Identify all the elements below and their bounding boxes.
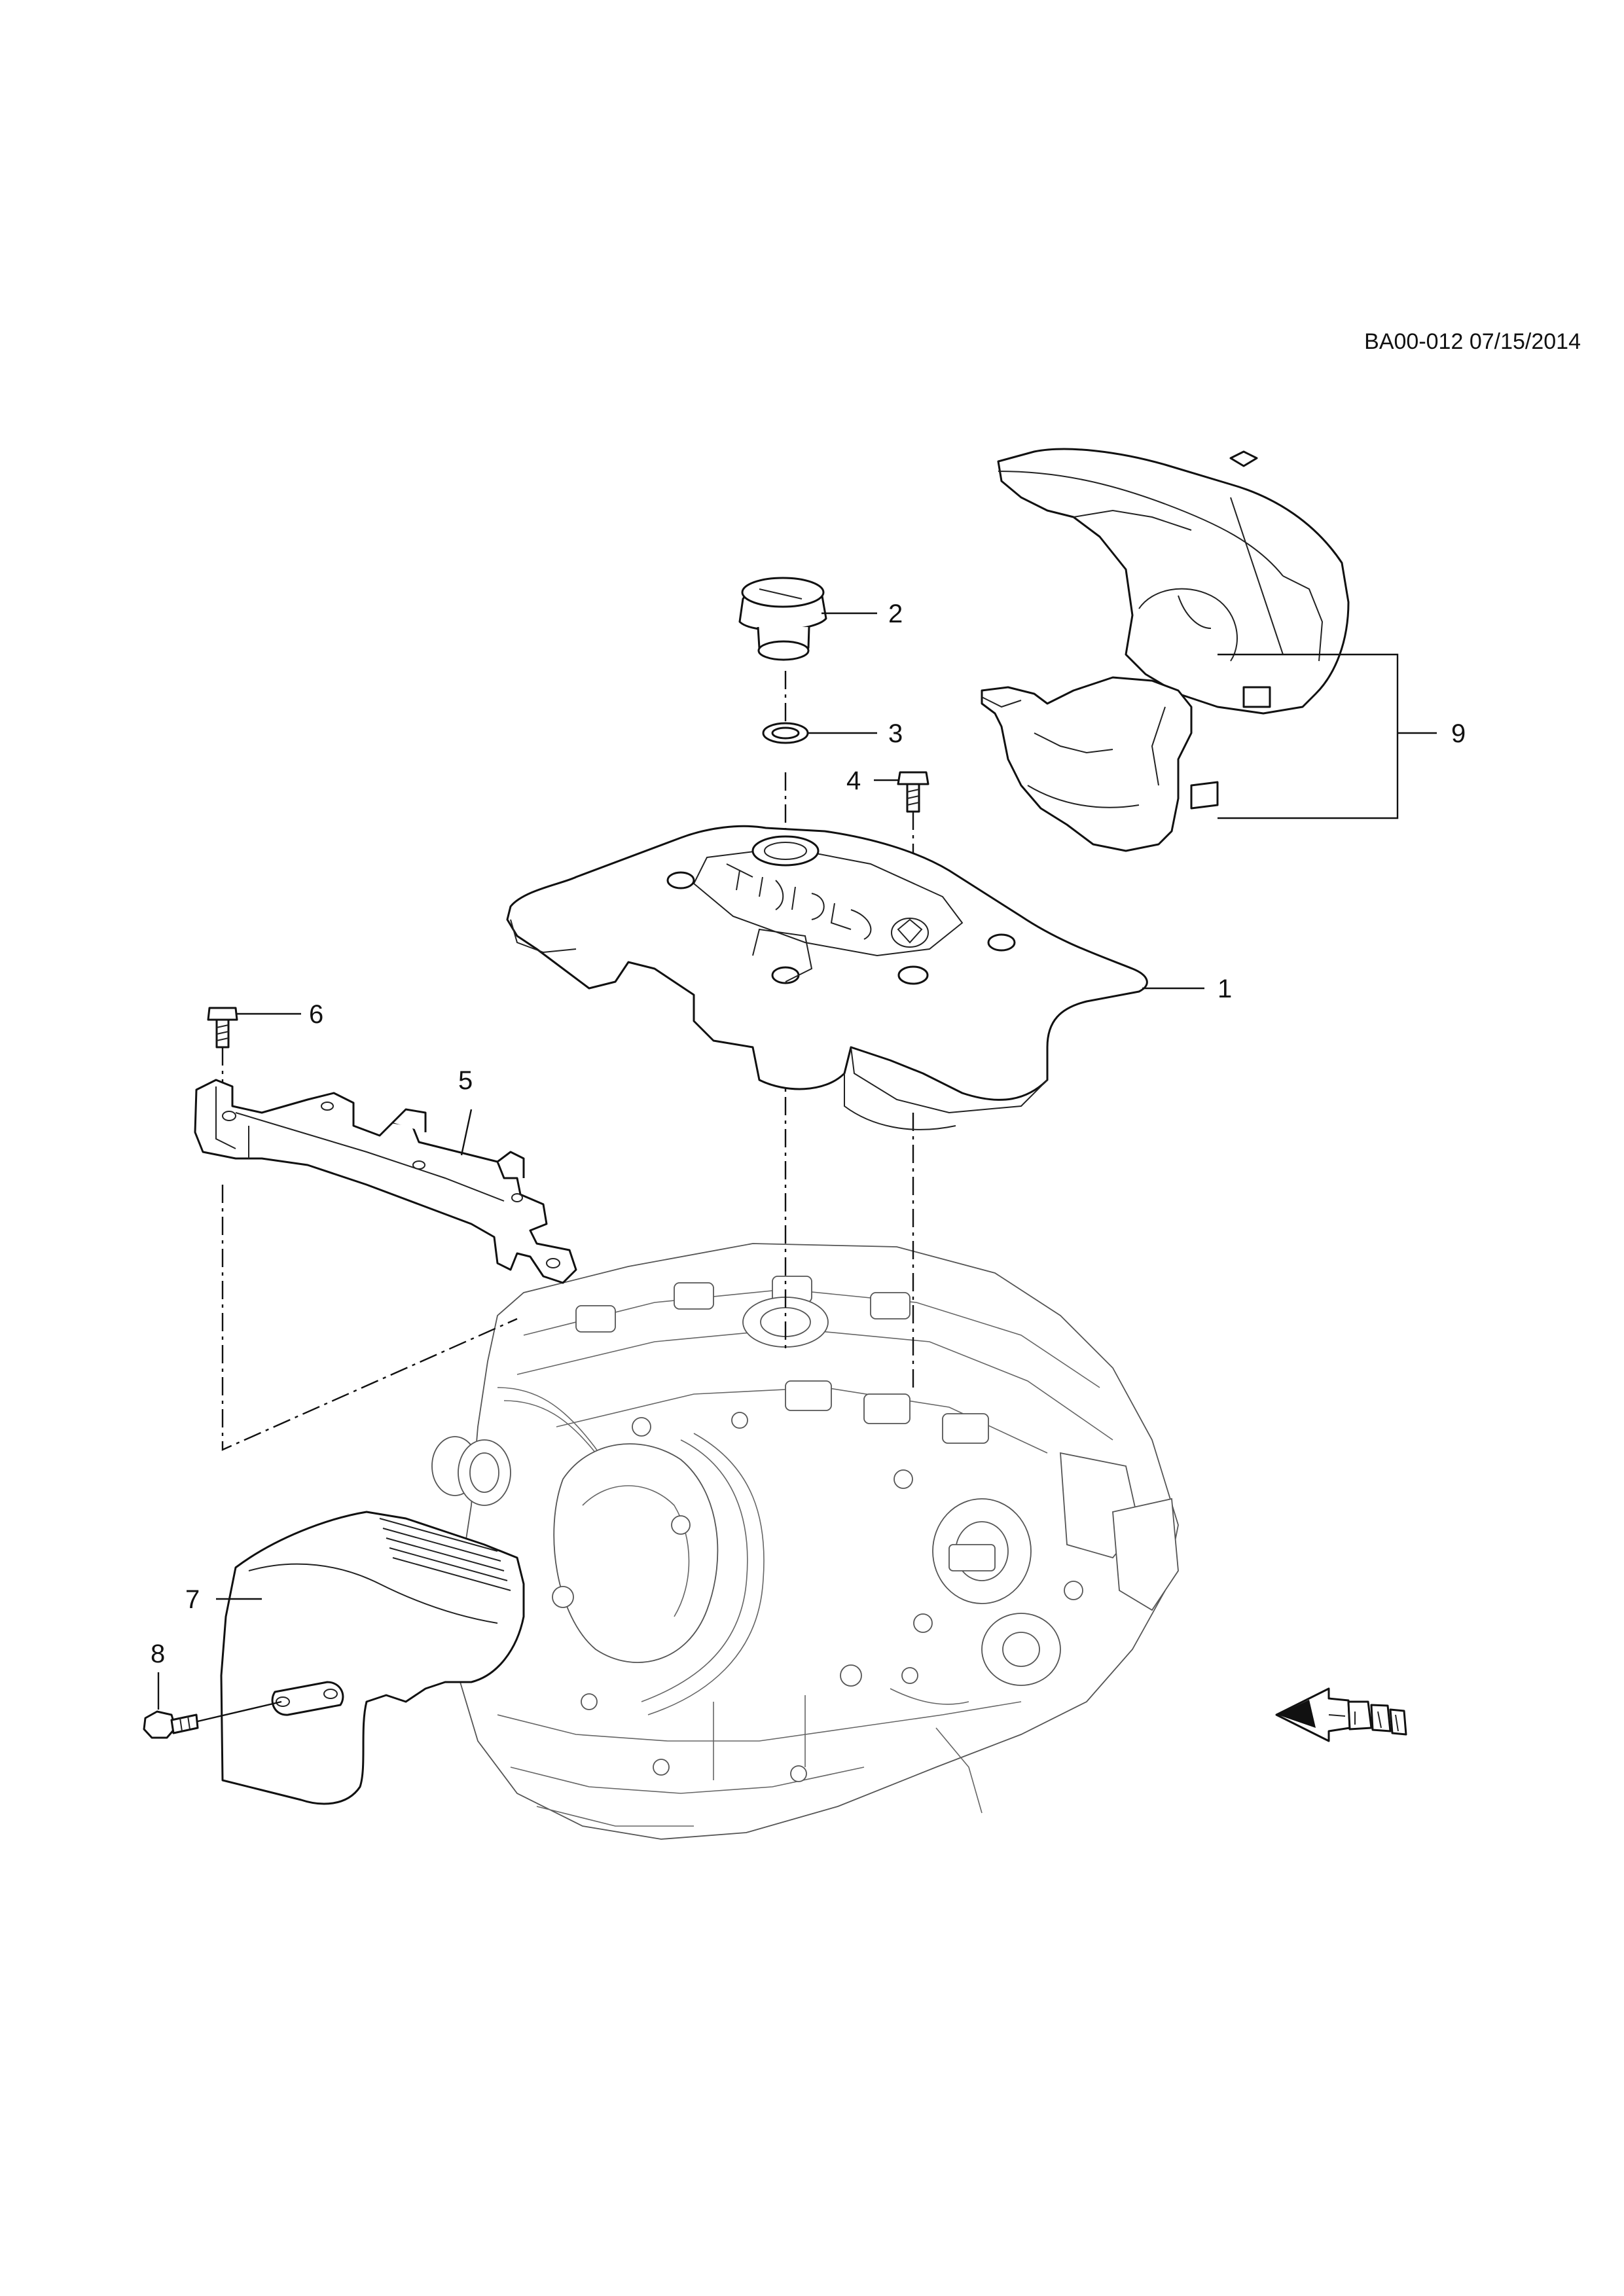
callout-7: 7 <box>185 1585 200 1614</box>
timing-belt-cover <box>981 448 1350 852</box>
callout-5: 5 <box>458 1066 473 1095</box>
cover-bracket <box>194 1079 577 1284</box>
shield-bolt <box>143 1710 199 1739</box>
assembly-line-bolt-8 <box>197 1700 282 1723</box>
bracket-bolt <box>207 1007 238 1049</box>
leader-9 <box>1218 653 1437 819</box>
engine-top-cover <box>506 825 1148 1130</box>
callout-8: 8 <box>151 1640 165 1668</box>
seal-ring <box>762 722 809 744</box>
callout-1: 1 <box>1218 975 1232 1003</box>
engine-assembly <box>431 1243 1179 1840</box>
cover-bolt <box>897 771 929 813</box>
callout-labels: 1 2 3 4 5 6 7 8 9 <box>151 600 1466 1668</box>
callout-6: 6 <box>309 1000 323 1029</box>
leader-5 <box>460 1109 473 1156</box>
diagram-code: BA00-012 07/15/2014 <box>1364 329 1581 354</box>
callout-4: 4 <box>846 766 861 795</box>
callout-2: 2 <box>888 600 903 628</box>
assembly-line-bracket <box>221 1185 518 1451</box>
callout-3: 3 <box>888 719 903 748</box>
direction-arrow-icon <box>1275 1687 1407 1742</box>
heat-shield <box>220 1511 525 1805</box>
oil-filler-cap <box>738 577 827 661</box>
callout-9: 9 <box>1451 719 1466 748</box>
callout-leaders <box>157 612 1437 1710</box>
